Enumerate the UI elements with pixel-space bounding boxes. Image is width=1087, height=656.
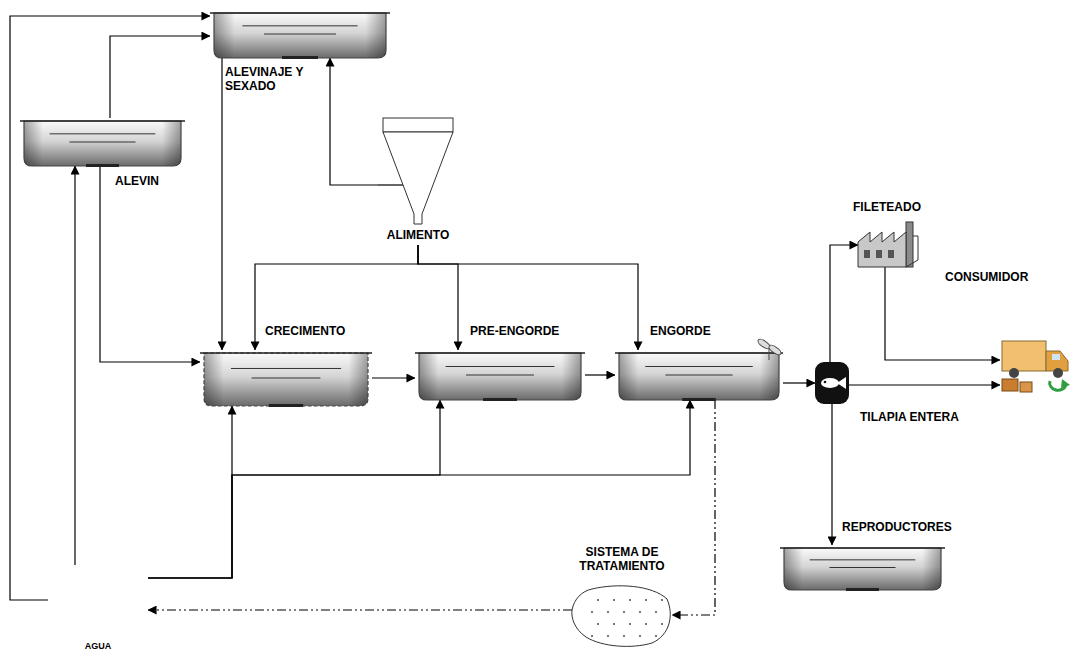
feed-hopper-outline xyxy=(378,118,458,224)
node-label: ALIMENTO xyxy=(378,228,458,242)
node-label: ALEVIN xyxy=(115,174,159,188)
feed-hopper: ALIMENTO xyxy=(378,118,458,245)
node-label: ENGORDE xyxy=(650,324,711,338)
fish-symbol: TILAPIA ENTERA xyxy=(815,362,849,404)
node-label: ALEVINAJE Y SEXADO xyxy=(225,65,325,93)
flow-arrow xyxy=(418,245,638,350)
tank-node-outline xyxy=(210,10,390,58)
flow-arrow xyxy=(148,400,690,578)
tank-node: CRECIMENTO xyxy=(200,350,372,406)
flow-arrow xyxy=(100,166,200,362)
node-label: AGUA xyxy=(48,641,148,652)
delivery-icon: CONSUMIDOR xyxy=(1000,335,1072,395)
flow-arrow xyxy=(148,609,572,610)
node-label: FILETEADO xyxy=(853,200,921,214)
flow-arrow xyxy=(418,245,458,350)
node-label: CRECIMENTO xyxy=(265,324,345,338)
flow-arrow xyxy=(672,400,715,615)
node-label: REPRODUCTORES xyxy=(842,520,952,534)
flow-arrow xyxy=(221,58,222,350)
treatment-pond: SISTEMA DE TRATAMIENTO xyxy=(572,585,672,647)
flow-arrow xyxy=(148,400,440,578)
water-source-outline xyxy=(48,565,148,653)
flow-arrow xyxy=(255,245,418,350)
tank-node-outline xyxy=(780,545,945,590)
node-label: CONSUMIDOR xyxy=(945,270,1028,284)
tank-node-outline xyxy=(615,350,783,400)
flow-arrow xyxy=(830,245,858,362)
node-label: SISTEMA DE TRATAMIENTO xyxy=(562,545,682,573)
factory-icon-outline xyxy=(858,222,918,267)
flow-arrow xyxy=(849,384,1000,385)
flow-arrow xyxy=(110,36,210,118)
flow-arrow xyxy=(783,382,815,383)
tank-node: PRE-ENGORDE xyxy=(415,350,585,400)
flow-arrow xyxy=(831,404,832,545)
flow-arrow xyxy=(10,16,210,600)
factory-icon: FILETEADO xyxy=(858,222,918,267)
tank-node: REPRODUCTORES xyxy=(780,545,945,590)
node-label: PRE-ENGORDE xyxy=(470,324,559,338)
flow-arrow xyxy=(330,58,378,185)
flow-arrow xyxy=(74,166,75,565)
flow-arrow xyxy=(372,377,415,378)
flow-arrow xyxy=(148,406,232,578)
tank-node-outline xyxy=(20,118,185,166)
node-label: TILAPIA ENTERA xyxy=(860,410,959,424)
tank-node: ALEVIN xyxy=(20,118,185,166)
tank-node-outline xyxy=(200,350,372,406)
tank-node: ALEVINAJE Y SEXADO xyxy=(210,10,390,58)
tank-node-outline xyxy=(415,350,585,400)
treatment-pond-outline xyxy=(572,585,672,647)
fish-symbol-outline xyxy=(815,362,849,404)
tank-node: ENGORDE xyxy=(615,350,783,400)
water-source: AGUA xyxy=(48,565,148,653)
flow-arrow xyxy=(585,374,615,375)
delivery-icon-outline xyxy=(1000,335,1072,395)
